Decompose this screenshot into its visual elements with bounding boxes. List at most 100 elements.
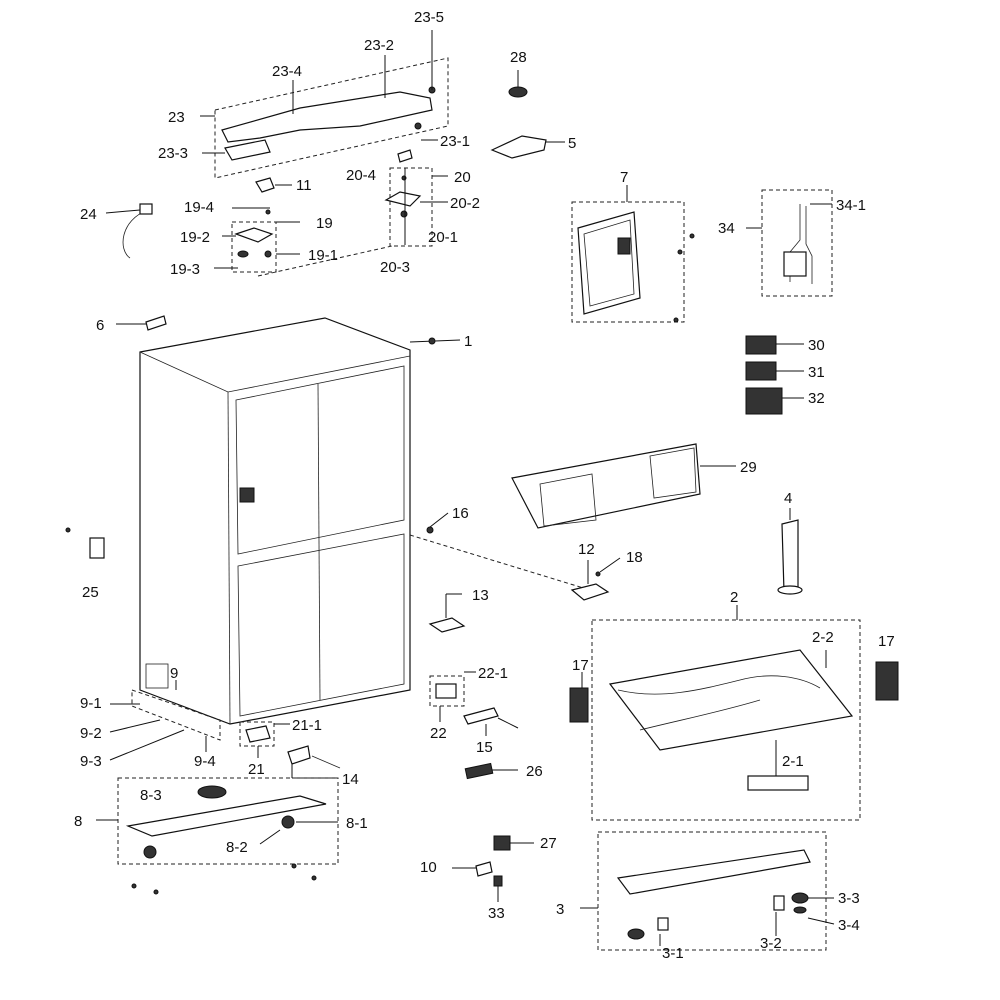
label-21: 21 — [248, 761, 265, 778]
label-32: 32 — [808, 390, 825, 407]
part-15 — [463, 707, 519, 736]
label-14: 14 — [342, 771, 359, 788]
part-32 — [745, 387, 804, 415]
label-23-3: 23-3 — [158, 145, 188, 162]
part-31 — [745, 361, 804, 381]
part-7-panel — [571, 185, 695, 323]
refrigerator-cabinet — [139, 317, 591, 725]
label-16: 16 — [452, 505, 469, 522]
part-2-bottom-cover — [591, 605, 861, 821]
label-10: 10 — [420, 859, 437, 876]
label-9: 9 — [170, 665, 178, 682]
part-27 — [493, 835, 534, 851]
part-29-grille — [511, 443, 736, 529]
label-25: 25 — [82, 584, 99, 601]
part-19 — [214, 207, 393, 277]
label-31: 31 — [808, 364, 825, 381]
label-8-3: 8-3 — [140, 787, 162, 804]
part-14 — [287, 745, 341, 779]
part-16 — [426, 512, 449, 534]
label-3: 3 — [556, 901, 564, 918]
label-11: 11 — [296, 177, 312, 194]
label-2: 2 — [730, 589, 738, 606]
label-24: 24 — [80, 206, 97, 223]
label-8-2: 8-2 — [226, 839, 248, 856]
part-17-right — [875, 661, 899, 701]
label-19: 19 — [316, 215, 333, 232]
label-34-1: 34-1 — [836, 197, 866, 214]
label-22-1: 22-1 — [478, 665, 508, 682]
label-23-4: 23-4 — [272, 63, 302, 80]
label-9-3: 9-3 — [80, 753, 102, 770]
label-23: 23 — [168, 109, 185, 126]
part-30 — [745, 335, 804, 355]
part-20 — [384, 149, 448, 247]
label-5: 5 — [568, 135, 576, 152]
label-8-1: 8-1 — [346, 815, 368, 832]
label-20-3: 20-3 — [380, 259, 410, 276]
part-10 — [452, 861, 493, 877]
label-30: 30 — [808, 337, 825, 354]
label-22: 22 — [430, 725, 447, 742]
callout-labels: 23-5 23-2 23-4 23 23-3 23-1 28 5 11 20-4… — [74, 9, 895, 962]
label-29: 29 — [740, 459, 757, 476]
label-9-2: 9-2 — [80, 725, 102, 742]
part-11 — [255, 177, 292, 193]
label-7: 7 — [620, 169, 628, 186]
label-21-1: 21-1 — [292, 717, 322, 734]
label-9-4: 9-4 — [194, 753, 216, 770]
part-18 — [595, 557, 621, 577]
label-1: 1 — [464, 333, 472, 350]
label-23-5: 23-5 — [414, 9, 444, 26]
label-20-1: 20-1 — [428, 229, 458, 246]
label-3-2: 3-2 — [760, 935, 782, 952]
label-34: 34 — [718, 220, 735, 237]
label-2-1: 2-1 — [782, 753, 804, 770]
label-15: 15 — [476, 739, 493, 756]
part-33 — [493, 875, 503, 902]
part-25 — [65, 527, 105, 559]
label-19-1: 19-1 — [308, 247, 338, 264]
part-9 — [109, 680, 221, 761]
part-34 — [746, 189, 833, 297]
part-4-duct — [777, 508, 803, 595]
label-8: 8 — [74, 813, 82, 830]
part-13 — [428, 593, 466, 633]
label-3-3: 3-3 — [838, 890, 860, 907]
part-24-power-cord — [105, 203, 153, 259]
label-23-2: 23-2 — [364, 37, 394, 54]
part-22 — [429, 671, 476, 722]
part-17-left — [569, 672, 589, 723]
label-27: 27 — [540, 835, 557, 852]
part-8-base — [96, 777, 339, 895]
label-33: 33 — [488, 905, 505, 922]
label-28: 28 — [510, 49, 527, 66]
label-19-2: 19-2 — [180, 229, 210, 246]
label-20-2: 20-2 — [450, 195, 480, 212]
label-20: 20 — [454, 169, 471, 186]
label-3-4: 3-4 — [838, 917, 860, 934]
label-18: 18 — [626, 549, 643, 566]
part-12 — [570, 560, 610, 601]
label-4: 4 — [784, 490, 792, 507]
label-23-1: 23-1 — [440, 133, 470, 150]
label-20-4: 20-4 — [346, 167, 376, 184]
part-6 — [116, 315, 167, 331]
label-19-3: 19-3 — [170, 261, 200, 278]
label-12: 12 — [578, 541, 595, 558]
part-3-front-base — [580, 831, 835, 951]
label-6: 6 — [96, 317, 104, 334]
label-3-1: 3-1 — [662, 945, 684, 962]
label-2-2: 2-2 — [812, 629, 834, 646]
label-26: 26 — [526, 763, 543, 780]
label-19-4: 19-4 — [184, 199, 214, 216]
part-21 — [239, 721, 290, 758]
label-9-1: 9-1 — [80, 695, 102, 712]
part-28 — [508, 70, 528, 98]
part-26 — [464, 762, 518, 780]
part-5 — [490, 135, 565, 159]
label-17-left: 17 — [572, 657, 589, 674]
part-23-hinge-cover — [200, 30, 449, 179]
